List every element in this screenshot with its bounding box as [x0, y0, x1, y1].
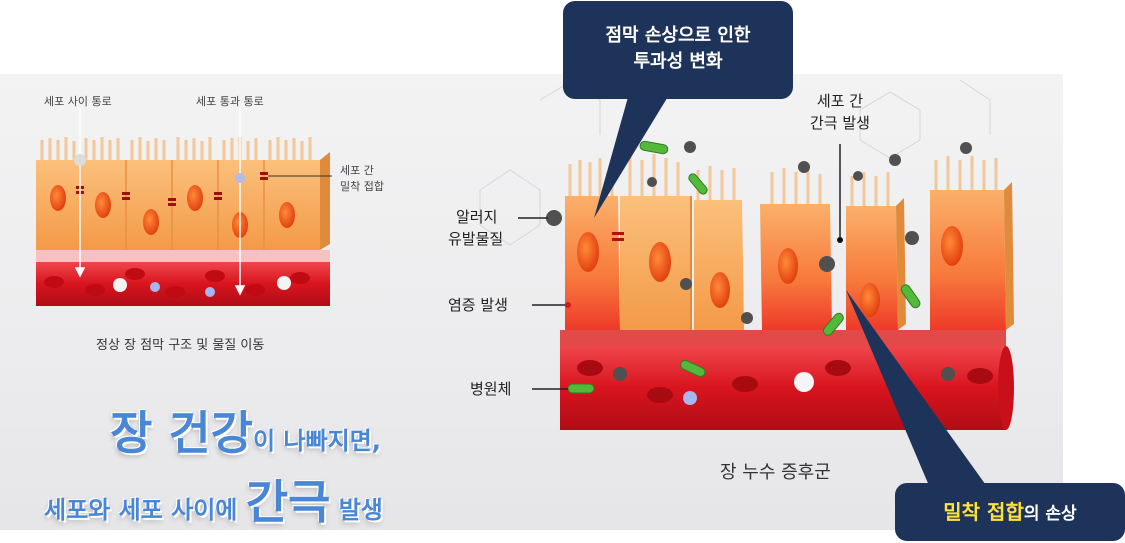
headline-line2-start: 세포와 세포 사이에: [44, 496, 246, 524]
bottom-callout-rest: 의 손상: [1023, 504, 1077, 524]
leaky-caption: 장 누수 증후군: [720, 462, 831, 483]
label-tight-junction-line2: 밀착 접합: [340, 180, 384, 193]
bottom-callout: 밀착 접합의 손상: [895, 483, 1125, 541]
bottom-callout-highlight: 밀착 접합: [943, 500, 1024, 524]
top-callout-line1: 점막 손상으로 인한: [605, 25, 751, 46]
label-tight-junction-line1: 세포 간: [340, 164, 374, 177]
label-gap-line2: 간극 발생: [810, 114, 870, 132]
label-pathogen: 병원체: [470, 380, 512, 398]
label-allergen: 알러지 유발물질: [448, 206, 503, 250]
top-callout-line2: 투과성 변화: [633, 51, 723, 72]
top-callout-tail: [594, 90, 672, 218]
headline-line1-big: 장 건강: [110, 406, 253, 460]
label-transcellular: 세포 통과 통로: [196, 95, 264, 108]
label-inflammation: 염증 발생: [448, 296, 508, 314]
headline-line2-end: 발생: [330, 496, 383, 524]
top-callout: 점막 손상으로 인한 투과성 변화: [563, 1, 793, 99]
label-allergen-line2: 유발물질: [448, 230, 504, 248]
headline-line2: 세포와 세포 사이에 간극 발생: [44, 466, 383, 532]
leaky-epithelium: [518, 140, 1014, 430]
label-gap-line1: 세포 간: [816, 92, 864, 110]
headline-line1: 장 건강이 나빠지면,: [110, 397, 381, 463]
label-allergen-line1: 알러지: [456, 208, 498, 226]
label-paracellular: 세포 사이 통로: [44, 95, 112, 108]
headline-line1-rest: 이 나빠지면,: [252, 427, 381, 455]
label-gap: 세포 간 간극 발생: [810, 90, 870, 134]
headline-line2-big: 간극: [245, 475, 331, 529]
normal-caption: 정상 장 점막 구조 및 물질 이동: [96, 338, 265, 353]
normal-epithelium: [36, 108, 332, 306]
bottom-callout-tail: [846, 290, 988, 488]
label-tight-junction: 세포 간 밀착 접합: [340, 163, 384, 195]
